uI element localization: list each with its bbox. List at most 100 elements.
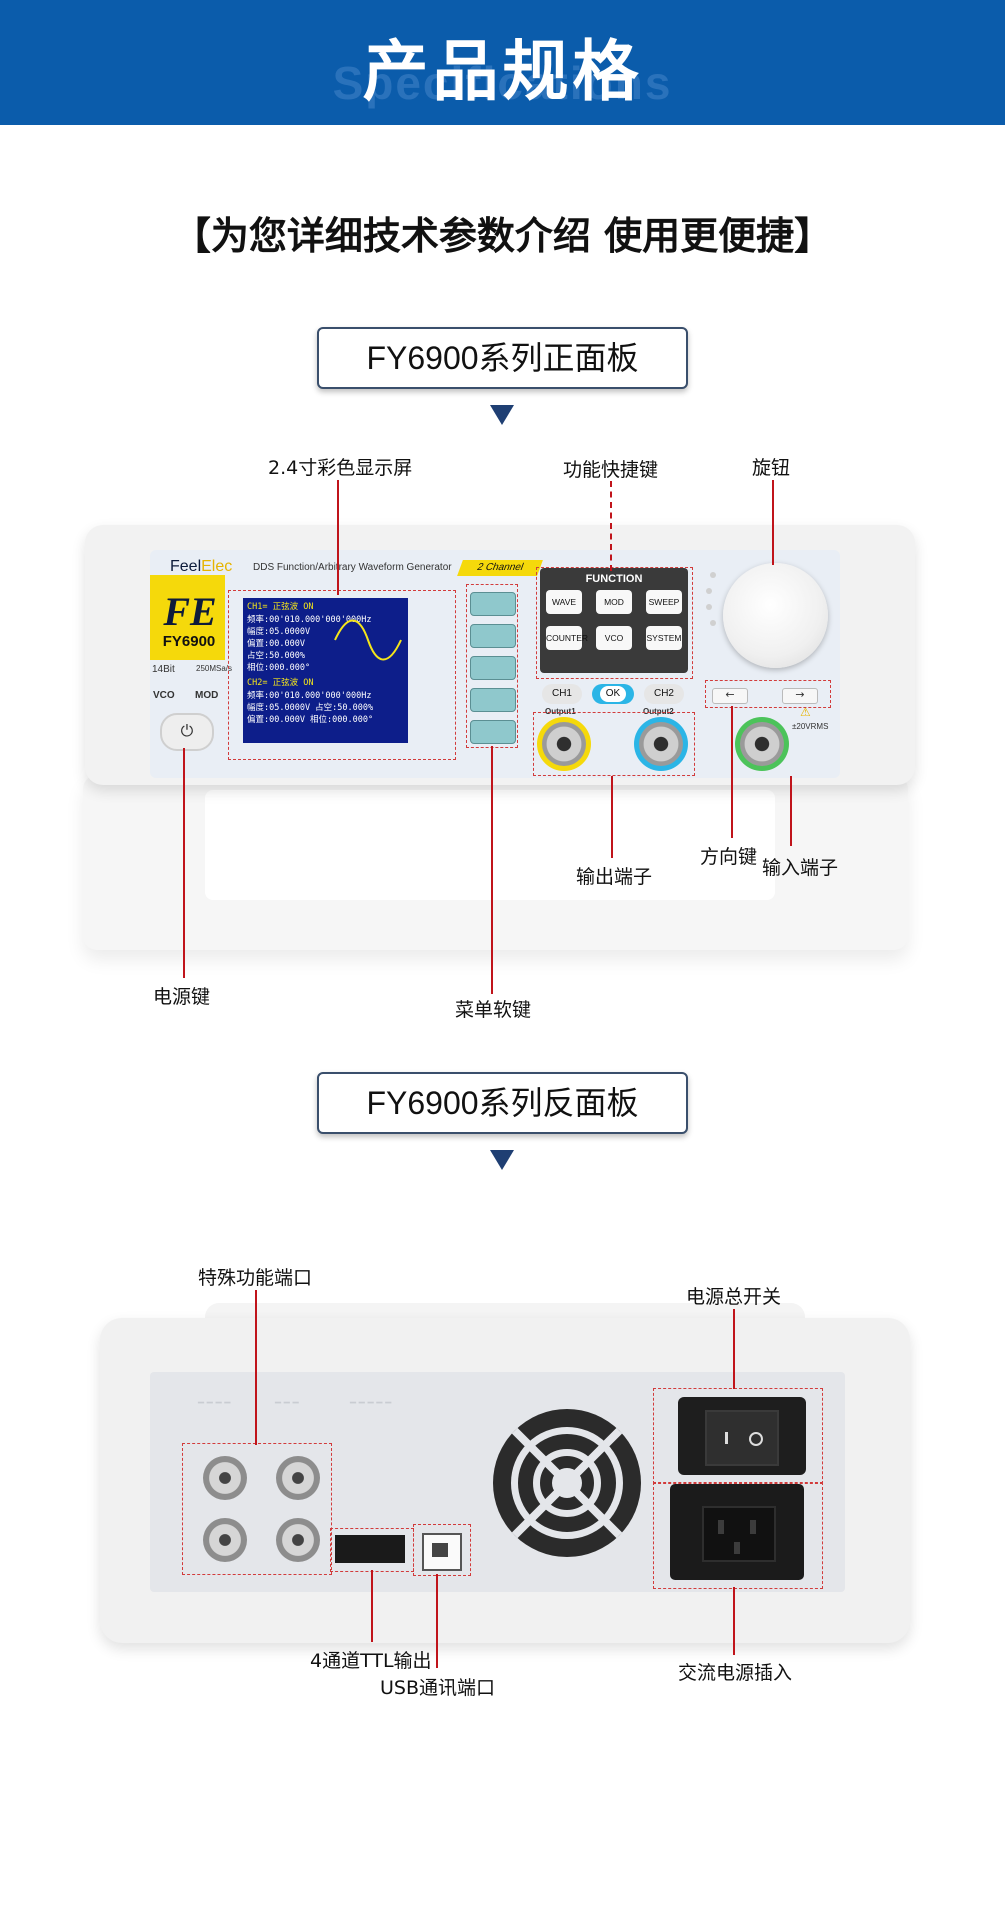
leader-line	[491, 746, 493, 994]
counter-key[interactable]: COUNTER	[546, 626, 588, 650]
switch-off-mark	[749, 1432, 763, 1446]
input-rating: ±20VRMS	[792, 722, 829, 731]
label-direction: 方向键	[700, 846, 758, 868]
softkey-4[interactable]	[470, 688, 516, 712]
screen-line: 幅度:05.0000V	[247, 627, 311, 637]
socket-highlight-box	[653, 1482, 823, 1589]
front-section-title: FY6900系列正面板	[317, 327, 688, 389]
bits-label: 14Bit	[152, 664, 175, 675]
ttl-highlight-box	[330, 1528, 414, 1572]
output2-connector[interactable]	[639, 722, 683, 766]
fan-ring	[511, 1427, 623, 1539]
indicator-dot	[710, 620, 716, 626]
screen-line: 频率:00'010.000'000'000Hz	[247, 615, 372, 625]
ac-power-socket[interactable]	[670, 1484, 804, 1580]
main-power-switch[interactable]	[705, 1410, 779, 1466]
label-menu: 菜单软键	[455, 999, 532, 1021]
output2-label: Output2	[643, 707, 674, 716]
direction-highlight-box	[705, 680, 831, 708]
softkey-1[interactable]	[470, 592, 516, 616]
rear-down-arrow-icon	[490, 1150, 514, 1170]
leader-line	[436, 1574, 438, 1668]
leader-line	[183, 748, 185, 978]
leader-line	[733, 1309, 735, 1389]
socket-pin	[718, 1520, 724, 1534]
ch1-button[interactable]: CH1	[542, 684, 582, 704]
label-knob: 旋钮	[752, 457, 791, 479]
screen-line: CH1= 正弦波 ON	[247, 602, 314, 612]
wave-key[interactable]: WAVE	[546, 590, 582, 614]
softkey-5[interactable]	[470, 720, 516, 744]
switch-on-mark	[725, 1432, 728, 1444]
label-output: 输出端子	[576, 866, 653, 888]
front-device-base-cutout	[205, 790, 775, 900]
usb-port[interactable]	[422, 1533, 462, 1571]
socket-pin	[734, 1542, 740, 1554]
ok-button[interactable]: OK	[592, 684, 634, 704]
usb-port-inner	[432, 1543, 448, 1557]
ttl-header-port[interactable]	[335, 1535, 405, 1563]
page-title: 产品规格	[362, 33, 643, 110]
rate-label: 250MSa/s	[196, 664, 233, 673]
front-down-arrow-icon	[490, 405, 514, 425]
sine-wave-icon	[334, 619, 402, 661]
power-button[interactable]: ⏻	[160, 713, 214, 751]
rotary-knob[interactable]	[723, 563, 828, 668]
label-ac-input: 交流电源插入	[678, 1662, 793, 1684]
special-port-4[interactable]	[276, 1518, 320, 1562]
leader-line	[733, 1587, 735, 1655]
vco-key[interactable]: VCO	[596, 626, 632, 650]
label-special-ports: 特殊功能端口	[198, 1267, 313, 1289]
leader-line	[371, 1570, 373, 1642]
header-ghost-text: Specifications	[332, 57, 673, 109]
mod-key[interactable]: MOD	[596, 590, 632, 614]
warning-icon: ⚠	[800, 705, 811, 719]
leader-line	[731, 706, 733, 838]
screen-line: CH2= 正弦波 ON	[247, 678, 314, 688]
softkey-2[interactable]	[470, 624, 516, 648]
mod-label: MOD	[195, 690, 219, 701]
screen-highlight-box	[228, 590, 456, 760]
screen-line: 偏置:00.000V	[247, 639, 305, 649]
rear-faint-print: ━ ━ ━	[275, 1398, 299, 1409]
channel-badge: 2 Channel	[457, 560, 543, 576]
fe-logo: FE	[163, 589, 217, 634]
rear-section-title: FY6900系列反面板	[317, 1072, 688, 1134]
system-key[interactable]: SYSTEM	[646, 626, 682, 650]
special-port-3[interactable]	[203, 1518, 247, 1562]
label-power: 电源键	[153, 986, 211, 1008]
indicator-dot	[706, 604, 712, 610]
cooling-fan-icon	[493, 1409, 641, 1557]
logo-badge	[150, 575, 225, 660]
leader-line	[611, 776, 613, 858]
output1-connector[interactable]	[542, 722, 586, 766]
sweep-key[interactable]: SWEEP	[646, 590, 682, 614]
device-description: DDS Function/Arbitrary Waveform Generato…	[253, 562, 452, 573]
leader-line	[790, 776, 792, 846]
label-function-keys: 功能快捷键	[563, 459, 659, 481]
input-connector[interactable]	[740, 722, 784, 766]
indicator-dot	[706, 588, 712, 594]
screen-line: 偏置:00.000V 相位:000.000°	[247, 715, 374, 725]
screen-line: 幅度:05.0000V 占空:50.000%	[247, 703, 374, 713]
special-ports-highlight-box	[182, 1443, 332, 1575]
label-screen: 2.4寸彩色显示屏	[268, 457, 413, 479]
ch2-button[interactable]: CH2	[644, 684, 684, 704]
rear-faint-print: ━ ━ ━ ━	[198, 1398, 231, 1409]
label-ttl: 4通道TTL输出	[310, 1650, 432, 1672]
header-banner: Specifications 产品规格	[0, 0, 1005, 125]
right-arrow-key[interactable]: →	[782, 688, 818, 704]
softkey-3[interactable]	[470, 656, 516, 680]
left-arrow-key[interactable]: ←	[712, 688, 748, 704]
indicator-dot	[710, 572, 716, 578]
function-title: FUNCTION	[585, 573, 643, 585]
special-port-2[interactable]	[276, 1456, 320, 1500]
display-screen: CH1= 正弦波 ON 频率:00'010.000'000'000Hz 幅度:0…	[243, 598, 408, 743]
model-name: FY6900	[162, 633, 216, 650]
screen-line: 频率:00'010.000'000'000Hz	[247, 691, 372, 701]
tagline: 【为您详细技术参数介绍 使用更便捷】	[172, 214, 833, 258]
leader-line	[255, 1290, 257, 1445]
power-icon: ⏻	[180, 721, 194, 740]
special-port-1[interactable]	[203, 1456, 247, 1500]
leader-line	[337, 480, 339, 595]
